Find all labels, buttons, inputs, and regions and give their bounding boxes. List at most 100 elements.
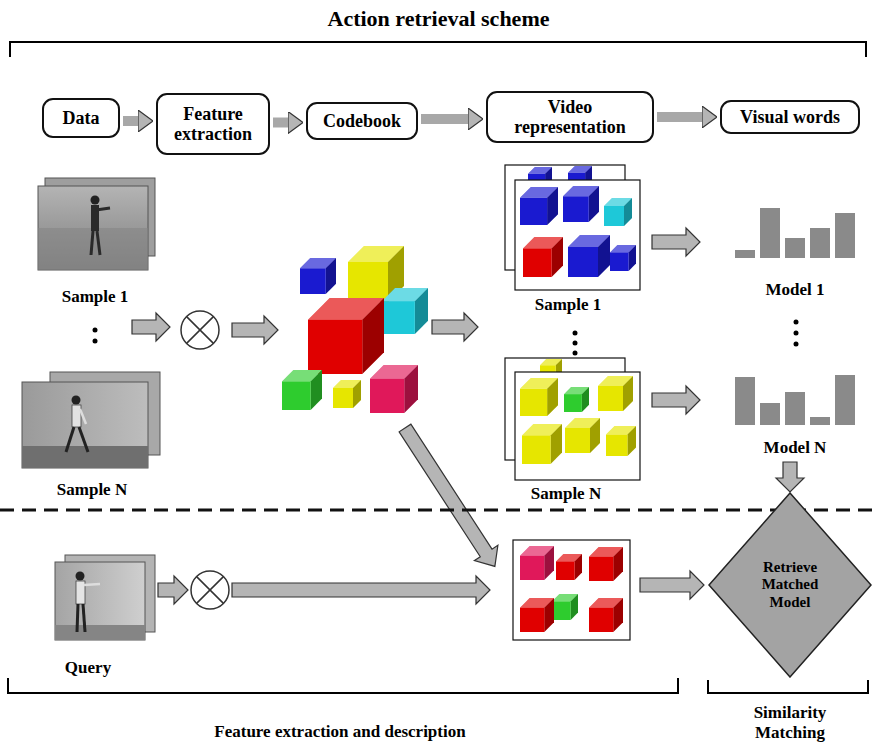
ellipsis-dot	[93, 339, 98, 344]
person-leg	[91, 231, 93, 255]
text-label: Query	[65, 658, 111, 677]
label-wrap: Query	[28, 658, 148, 678]
cube-icon	[520, 546, 554, 580]
diagram-title: Action retrieval scheme	[328, 6, 550, 31]
label-wrap: Model N	[735, 438, 855, 458]
person-head	[76, 572, 85, 581]
floor	[55, 625, 145, 640]
process-box: Video representation	[486, 91, 654, 143]
histogram-bar	[760, 403, 780, 425]
cube-icon	[282, 370, 322, 410]
video-frame	[515, 180, 640, 290]
person-body	[76, 581, 85, 604]
label-wrap: Similarity Matching	[730, 703, 850, 744]
text-label: Model 1	[765, 280, 824, 299]
person-leg	[79, 427, 88, 452]
cube-icon	[589, 598, 623, 632]
node-label: Codebook	[314, 111, 410, 131]
person-head	[72, 396, 81, 405]
block-arrow	[158, 576, 188, 604]
operator-symbol	[191, 571, 229, 609]
block-arrow	[776, 462, 804, 492]
text-label: Feature extraction and description	[214, 722, 465, 741]
block-arrow	[232, 316, 278, 344]
person-arm	[84, 584, 100, 585]
text-label: Sample 1	[535, 295, 602, 314]
cube-icon	[382, 288, 428, 334]
label-wrap: Model 1	[735, 280, 855, 300]
cube-icon	[520, 598, 554, 632]
cube-icon	[523, 237, 563, 277]
cube-icon	[604, 198, 632, 226]
person-leg	[97, 231, 100, 255]
label-wrap: Sample N	[496, 484, 636, 504]
cube-icon	[520, 378, 558, 416]
ground	[38, 228, 148, 270]
cube-icon	[300, 258, 336, 294]
ellipsis-dot	[794, 342, 799, 347]
block-arrow	[132, 313, 170, 341]
ellipsis-dot	[573, 331, 578, 336]
ellipsis-dot	[573, 351, 578, 356]
decision-diamond: Retrieve Matched Model	[708, 492, 872, 678]
histogram-bar	[810, 417, 830, 425]
cube-icon	[564, 387, 589, 412]
cube-icon	[610, 245, 636, 271]
histogram-bar	[835, 375, 855, 425]
histogram-bar	[835, 213, 855, 258]
process-box: Visual words	[720, 100, 860, 134]
floor	[22, 446, 148, 468]
cube-icon	[522, 424, 562, 464]
node-label: Data	[50, 108, 112, 128]
text-label: Sample N	[531, 484, 601, 503]
cube-icon	[520, 187, 558, 225]
node-label: Retrieve Matched Model	[748, 559, 832, 611]
person-arm	[96, 208, 110, 210]
text-label: Model N	[764, 438, 827, 457]
ellipsis-dot	[573, 341, 578, 346]
cube-icon	[568, 235, 610, 277]
operator-symbol	[181, 311, 219, 349]
title-wrap: Action retrieval scheme	[0, 6, 877, 32]
diamond-outline	[709, 493, 871, 677]
cube-icon	[598, 376, 633, 411]
video-frame	[515, 372, 640, 480]
cube-icon	[563, 186, 599, 222]
label-wrap: Sample N	[22, 480, 162, 500]
block-arrow	[652, 228, 700, 256]
bracket	[10, 42, 866, 57]
operator-cross	[197, 577, 224, 604]
label-wrap: Sample 1	[25, 287, 165, 307]
cube-icon	[606, 426, 636, 456]
operator-cross	[187, 317, 214, 344]
node-label: Feature extraction	[164, 104, 262, 144]
process-box: Feature extraction	[156, 93, 270, 155]
text-label: Sample N	[57, 480, 127, 499]
cube-icon	[565, 418, 600, 453]
flow-arrow	[421, 114, 468, 124]
histogram-bar	[735, 250, 755, 258]
ellipsis-dot	[794, 320, 799, 325]
label-wrap: Sample 1	[498, 295, 638, 315]
histogram-bar	[810, 228, 830, 258]
block-arrow	[393, 420, 506, 574]
ellipsis-dot	[93, 328, 98, 333]
cube-icon	[552, 594, 578, 620]
block-arrow	[652, 386, 700, 414]
histogram-bar	[735, 377, 755, 425]
person-body	[72, 405, 81, 427]
label-wrap: Feature extraction and description	[130, 722, 550, 742]
video-frame	[55, 562, 145, 640]
block-arrow	[432, 313, 478, 341]
person-leg	[77, 604, 78, 632]
histogram-bar	[785, 238, 805, 258]
cube-icon	[370, 365, 418, 413]
text-label: Similarity Matching	[754, 703, 827, 742]
person-leg	[66, 427, 74, 452]
block-arrow	[232, 576, 490, 604]
histogram-bar	[785, 392, 805, 425]
process-box: Codebook	[306, 102, 418, 140]
separator-line	[0, 509, 877, 512]
video-frame	[38, 186, 148, 270]
block-arrow	[640, 571, 704, 599]
